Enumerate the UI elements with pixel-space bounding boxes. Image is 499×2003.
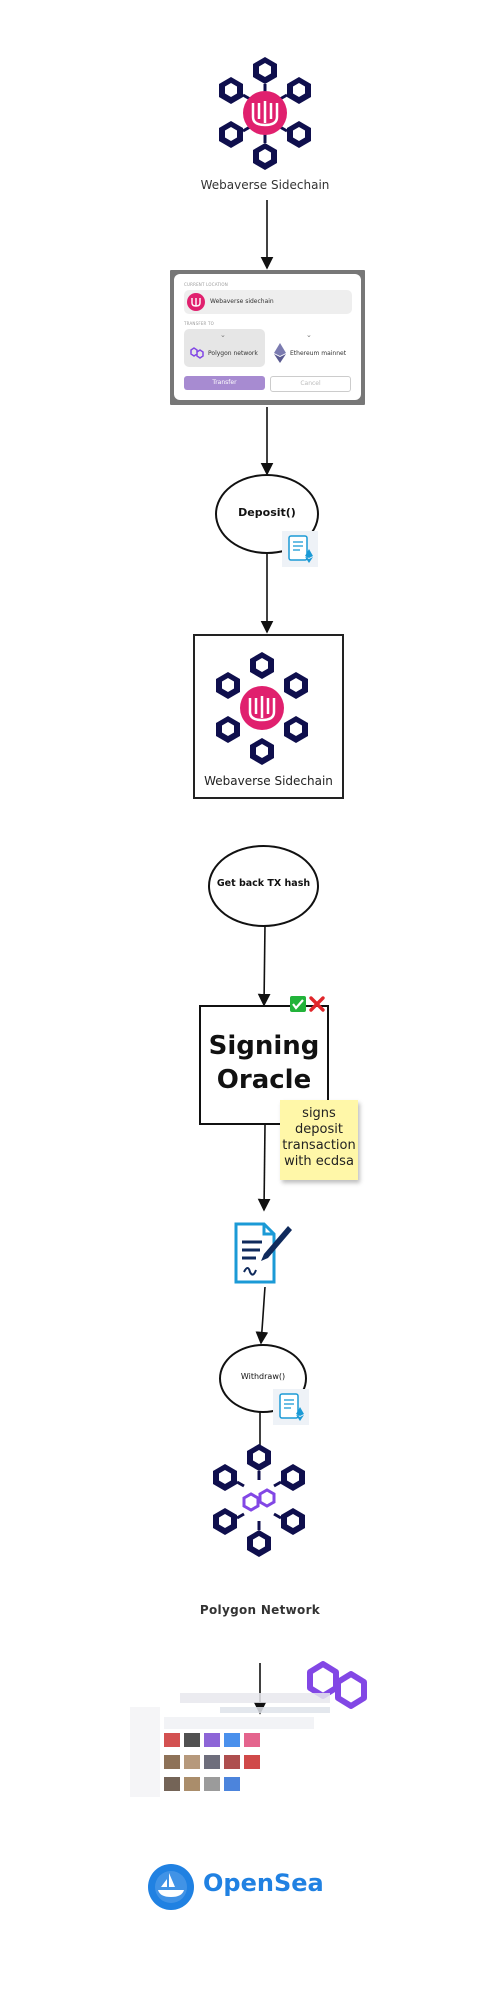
option-ethereum-label: Ethereum mainnet	[290, 350, 347, 357]
cross-icon	[309, 996, 325, 1012]
polygon-network-label: Polygon Network	[199, 1603, 321, 1617]
sticky-line-2: deposit	[295, 1122, 343, 1137]
current-location-value: Webaverse sidechain	[210, 298, 274, 305]
webaverse-logo-icon	[187, 293, 205, 311]
opensea-marketplace-screenshot	[130, 1693, 346, 1813]
deposit-label: Deposit()	[238, 506, 296, 519]
polygon-hex-network-icon	[213, 1444, 305, 1557]
sticky-note: signs deposit transaction with ecdsa	[280, 1100, 358, 1180]
ethereum-icon	[274, 343, 286, 363]
contract-ethereum-icon	[273, 1389, 309, 1425]
withdraw-label: Withdraw()	[240, 1372, 286, 1381]
current-location-field: Webaverse sidechain	[184, 290, 352, 314]
arrow-6	[255, 1286, 269, 1345]
sticky-line-3: transaction	[282, 1138, 356, 1153]
webaverse-sidechain-box: Webaverse Sidechain	[193, 634, 344, 799]
signing-oracle-line1: Signing	[208, 1031, 320, 1061]
opensea-label: OpenSea	[203, 1869, 324, 1897]
document-signature-icon	[234, 1222, 292, 1284]
chevron-down-icon: ⌄	[220, 332, 226, 339]
polygon-logo-icon	[190, 347, 204, 359]
check-icon	[290, 996, 306, 1012]
get-tx-hash-node: Get back TX hash	[208, 845, 319, 927]
arrow-4	[257, 923, 271, 1007]
option-polygon-network[interactable]: ⌄ Polygon network	[184, 329, 265, 367]
chevron-down-icon: ⌄	[306, 332, 312, 339]
option-ethereum-mainnet[interactable]: ⌄ Ethereum mainnet	[270, 329, 351, 367]
sticky-line-1: signs	[302, 1106, 336, 1121]
signing-oracle-line2: Oracle	[216, 1065, 312, 1095]
contract-ethereum-icon	[282, 531, 318, 567]
transfer-card: CURRENT LOCATION Webaverse sidechain TRA…	[174, 274, 361, 400]
webaverse-hex-network-icon	[219, 57, 311, 170]
get-tx-hash-label: Get back TX hash	[216, 878, 311, 889]
webaverse-sidechain-label: Webaverse Sidechain	[200, 178, 330, 192]
arrow-5	[257, 1124, 271, 1212]
deposit-node: Deposit()	[215, 474, 319, 554]
webaverse-hex-network-icon	[216, 652, 308, 765]
webaverse-sidechain-box-label: Webaverse Sidechain	[204, 774, 333, 788]
sticky-line-4: with ecdsa	[284, 1154, 354, 1169]
transfer-card-frame: CURRENT LOCATION Webaverse sidechain TRA…	[170, 270, 365, 405]
opensea-logo-icon	[148, 1864, 194, 1910]
transfer-button[interactable]: Transfer	[184, 376, 265, 390]
current-location-label: CURRENT LOCATION	[184, 282, 228, 287]
option-polygon-label: Polygon network	[208, 350, 258, 357]
transfer-to-label: TRANSFER TO	[184, 321, 214, 326]
polygon-logo-icon	[307, 1661, 367, 1709]
cancel-button[interactable]: Cancel	[270, 376, 351, 392]
